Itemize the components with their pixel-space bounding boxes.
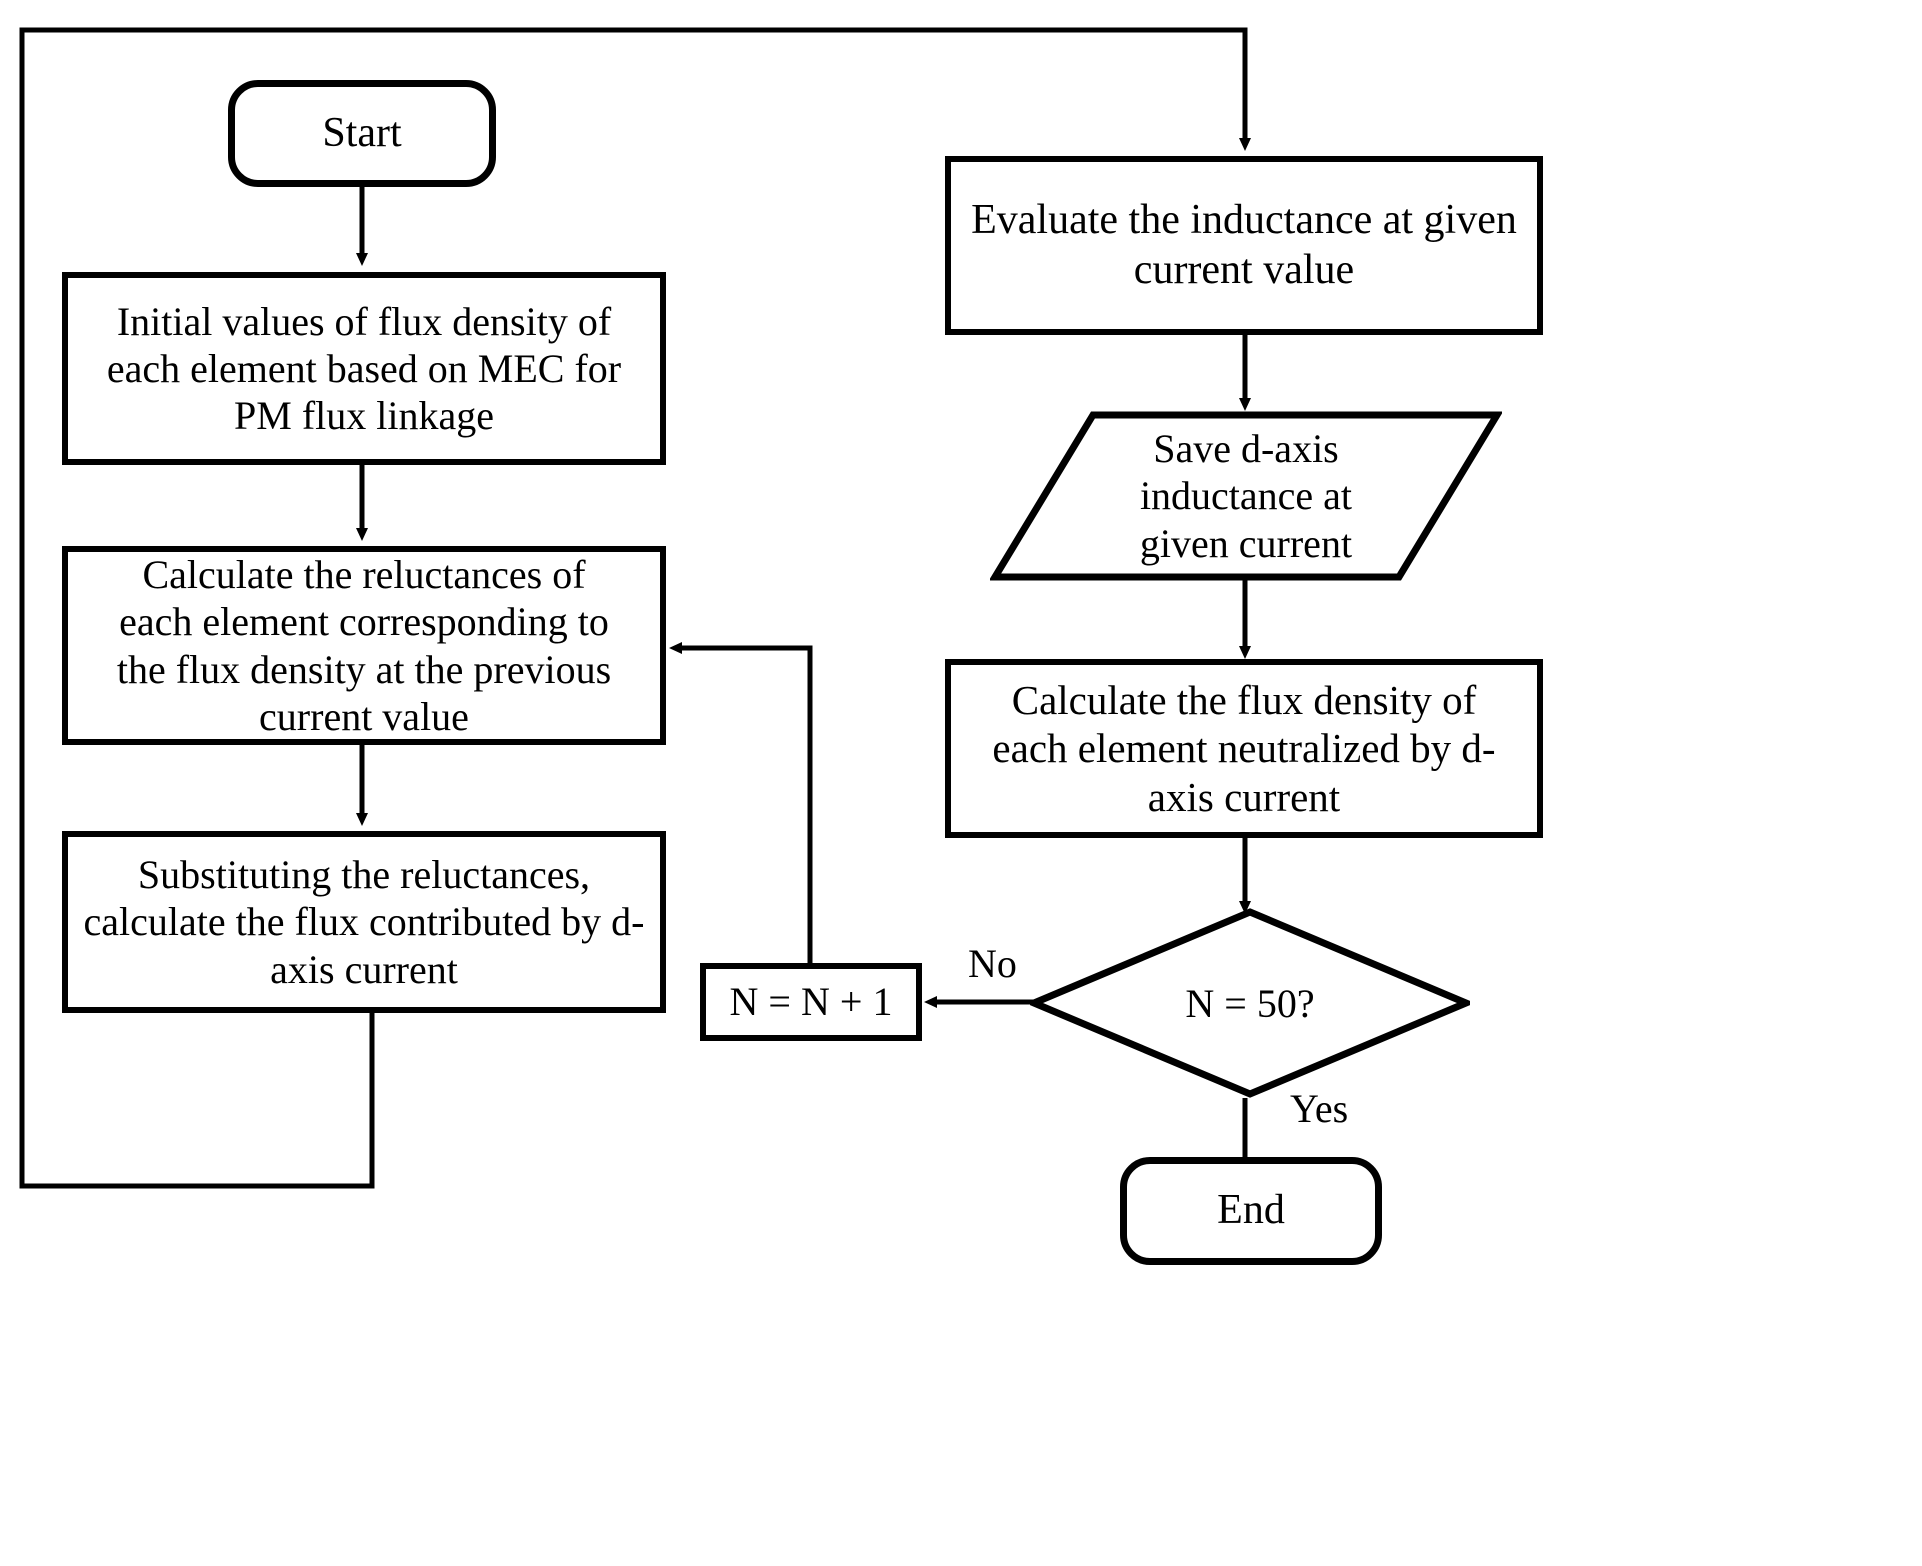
node-substituting[interactable]: Substituting the reluctances, calculate … (62, 831, 666, 1013)
edge-increment-to-reluctances (669, 642, 813, 963)
node-evaluate-inductance-label: Evaluate the inductance at given current… (971, 196, 1517, 293)
node-initial-values[interactable]: Initial values of flux density of each e… (62, 272, 666, 465)
node-start-label: Start (322, 109, 402, 156)
node-save-inductance[interactable]: Save d-axis inductance at given current (990, 410, 1502, 582)
node-start[interactable]: Start (228, 80, 496, 187)
edge-label-no: No (968, 941, 1017, 986)
edge-label-yes: Yes (1290, 1086, 1349, 1131)
node-evaluate-inductance[interactable]: Evaluate the inductance at given current… (945, 156, 1543, 335)
node-end-label: End (1217, 1187, 1285, 1234)
node-decision-label: N = 50? (1185, 980, 1315, 1026)
node-increment[interactable]: N = N + 1 (700, 963, 922, 1041)
node-calculate-reluctances-label: Calculate the reluctances of each elemen… (116, 552, 612, 739)
node-calculate-flux-density-label: Calculate the flux density of each eleme… (992, 676, 1496, 820)
node-substituting-label: Substituting the reluctances, calculate … (83, 852, 645, 992)
node-save-inductance-label: Save d-axis inductance at given current (1139, 426, 1353, 566)
node-increment-label: N = N + 1 (729, 979, 893, 1025)
node-calculate-reluctances[interactable]: Calculate the reluctances of each elemen… (62, 546, 666, 745)
node-end[interactable]: End (1120, 1157, 1382, 1265)
node-decision-n-equals-50[interactable]: N = 50? (1030, 908, 1470, 1098)
node-calculate-flux-density[interactable]: Calculate the flux density of each eleme… (945, 659, 1543, 838)
node-initial-values-label: Initial values of flux density of each e… (106, 298, 622, 439)
